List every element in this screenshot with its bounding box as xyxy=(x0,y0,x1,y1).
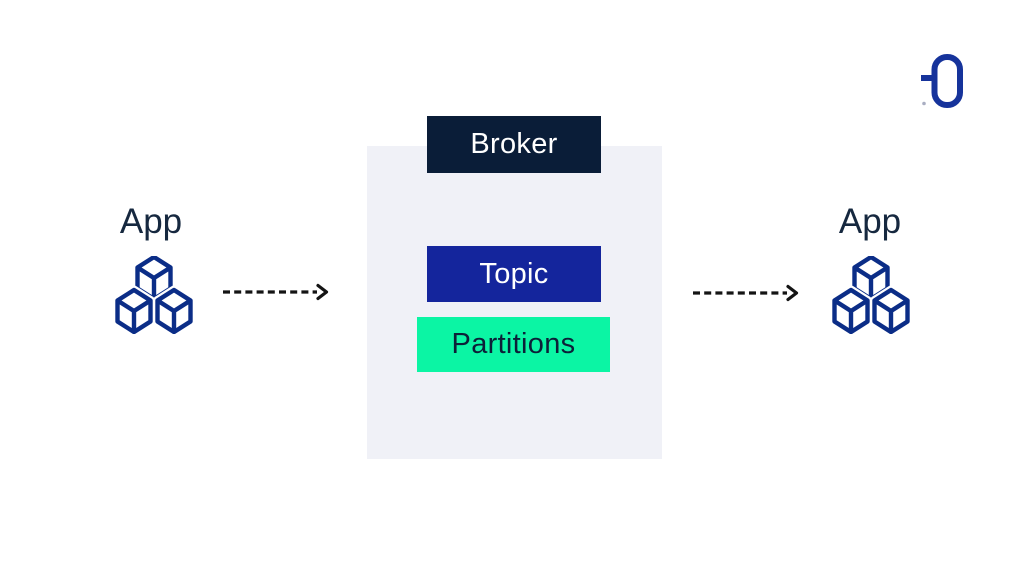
broker-panel xyxy=(367,146,662,459)
left-arrow xyxy=(222,283,332,301)
cubes-icon xyxy=(831,256,911,334)
partitions-label: Partitions xyxy=(451,328,576,360)
right-arrow xyxy=(692,284,802,302)
left-app-label: App xyxy=(119,202,183,241)
brand-logo xyxy=(921,54,963,108)
broker-box: Broker xyxy=(427,116,601,173)
cubes-icon xyxy=(114,256,194,334)
dashed-arrow-right-icon xyxy=(693,284,799,302)
brand-logo-d-icon xyxy=(921,54,963,108)
partitions-box: Partitions xyxy=(417,317,610,372)
topic-label: Topic xyxy=(479,257,549,290)
right-app-node xyxy=(831,256,911,334)
left-app-node xyxy=(114,256,194,334)
broker-label: Broker xyxy=(470,128,558,160)
right-app-label: App xyxy=(838,202,902,241)
dashed-arrow-right-icon xyxy=(223,283,329,301)
topic-box: Topic xyxy=(427,246,601,302)
